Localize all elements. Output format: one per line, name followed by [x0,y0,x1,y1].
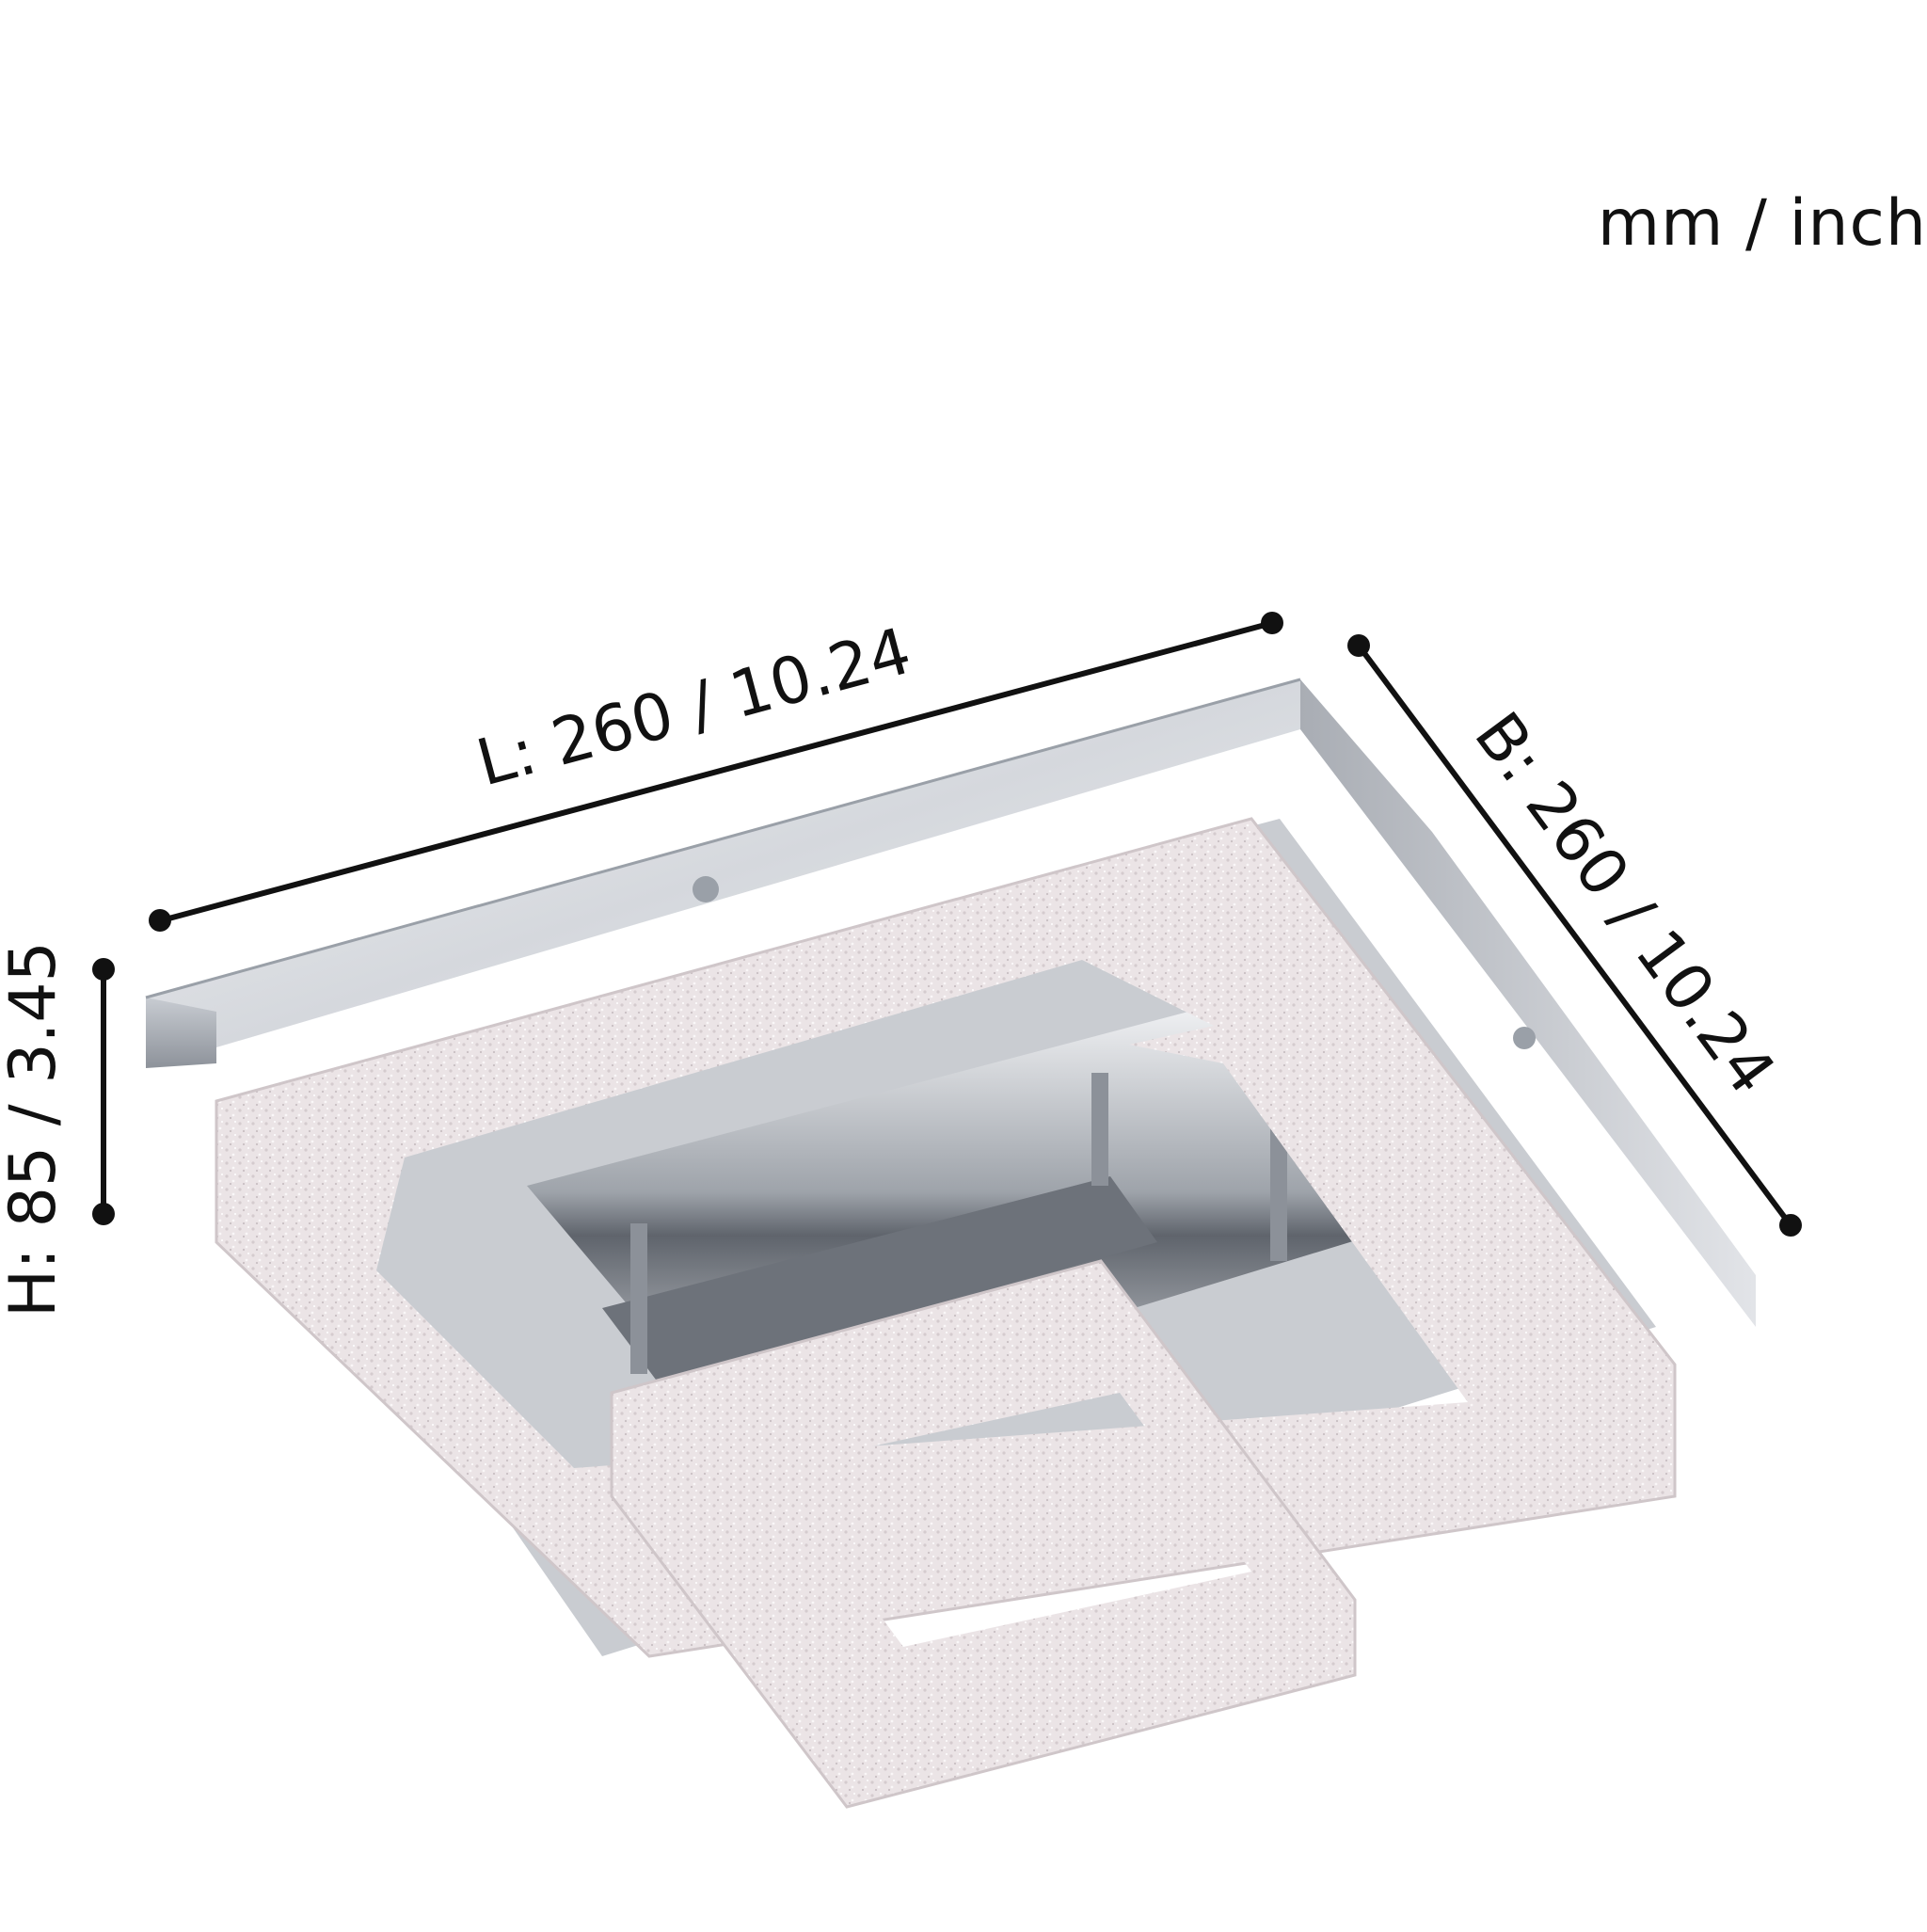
screw-icon [693,876,719,902]
dimension-height: H: 85 / 3.45 [0,941,115,1317]
inner-crystal-frame [610,1259,1357,1809]
length-label: L: 260 / 10.24 [470,615,918,802]
mounting-plate [145,678,1756,1327]
screw-icon [1513,1027,1536,1049]
height-label: H: 85 / 3.45 [0,941,71,1317]
units-label: mm / inch [1597,186,1927,261]
outer-crystal-frame [215,817,1677,1658]
